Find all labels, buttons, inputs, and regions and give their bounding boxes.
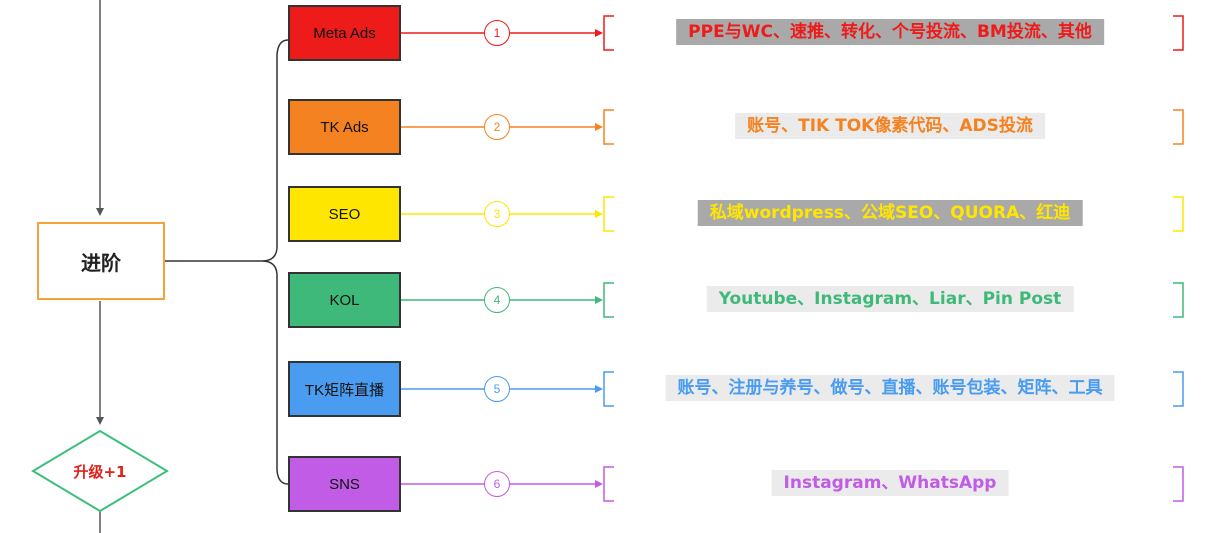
detail-text-1: PPE与WC、速推、转化、个号投流、BM投流、其他 (676, 19, 1104, 45)
bracket-left-1 (603, 15, 614, 51)
bracket-right-2 (1173, 109, 1184, 145)
category-label-5: TK矩阵直播 (304, 381, 385, 399)
category-label-6: SNS (329, 475, 360, 493)
bracket-left-5 (603, 371, 614, 407)
detail-text-5: 账号、注册与养号、做号、直播、账号包装、矩阵、工具 (665, 375, 1115, 401)
bracket-left-6 (603, 466, 614, 502)
category-box-5[interactable]: TK矩阵直播 (288, 361, 401, 417)
step-number-1: 1 (484, 20, 510, 46)
category-box-4[interactable]: KOL (288, 272, 401, 328)
bracket-right-6 (1173, 466, 1184, 502)
category-label-4: KOL (329, 291, 360, 309)
step-number-3: 3 (484, 201, 510, 227)
category-label-1: Meta Ads (313, 24, 376, 42)
step-number-4: 4 (484, 287, 510, 313)
bracket-right-4 (1173, 282, 1184, 318)
decision-node[interactable]: 升级+1 (33, 431, 167, 511)
bracket-right-5 (1173, 371, 1184, 407)
main-node-label: 进阶 (81, 250, 121, 275)
detail-text-4: Youtube、Instagram、Liar、Pin Post (706, 286, 1074, 312)
category-box-2[interactable]: TK Ads (288, 99, 401, 155)
decision-label: 升级+1 (73, 462, 127, 481)
main-node[interactable]: 进阶 (37, 222, 165, 300)
bracket-right-3 (1173, 196, 1184, 232)
category-brace (261, 39, 289, 485)
detail-text-2: 账号、TIK TOK像素代码、ADS投流 (735, 113, 1045, 139)
bracket-left-4 (603, 282, 614, 318)
step-number-5: 5 (484, 376, 510, 402)
decision-diamond (31, 429, 169, 513)
step-number-2: 2 (484, 114, 510, 140)
bracket-left-3 (603, 196, 614, 232)
category-label-2: TK Ads (320, 118, 369, 136)
detail-text-3: 私域wordpress、公域SEO、QUORA、红迪 (697, 200, 1083, 226)
detail-text-6: Instagram、WhatsApp (771, 470, 1009, 496)
step-number-6: 6 (484, 471, 510, 497)
bracket-right-1 (1173, 15, 1184, 51)
category-label-3: SEO (328, 205, 361, 223)
category-box-3[interactable]: SEO (288, 186, 401, 242)
bracket-left-2 (603, 109, 614, 145)
category-box-1[interactable]: Meta Ads (288, 5, 401, 61)
category-box-6[interactable]: SNS (288, 456, 401, 512)
